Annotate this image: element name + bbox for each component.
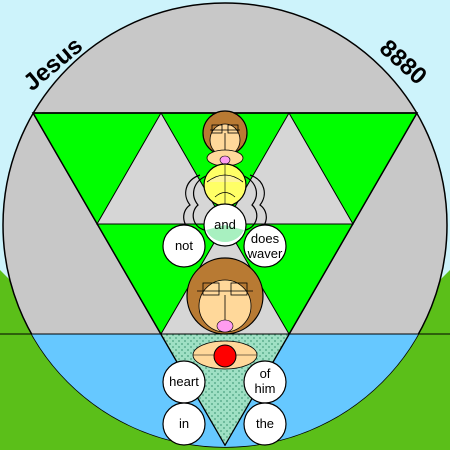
- petals-top: [206, 149, 244, 167]
- heart-icon: [213, 344, 237, 368]
- face-icon-bottom: [186, 257, 264, 335]
- word-circle-and: and: [203, 203, 247, 247]
- word-circle-the: the: [243, 402, 287, 446]
- word-waver: waver: [247, 246, 283, 261]
- word-circle-not: not: [162, 224, 206, 268]
- word-of: of: [260, 366, 271, 381]
- word-circle-in: in: [162, 402, 206, 446]
- face-icon-top: [202, 110, 248, 157]
- word-heart: heart: [169, 374, 199, 389]
- word-does: does: [251, 231, 280, 246]
- word-the: the: [256, 416, 274, 431]
- word-and: and: [214, 217, 236, 232]
- halo-icon: [203, 163, 247, 207]
- word-him: him: [255, 381, 276, 396]
- word-not: not: [175, 238, 193, 253]
- word-circle-of-him: of him: [243, 360, 287, 404]
- word-circle-does-waver: does waver: [243, 224, 287, 268]
- word-in: in: [179, 416, 189, 431]
- word-circle-heart: heart: [162, 360, 206, 404]
